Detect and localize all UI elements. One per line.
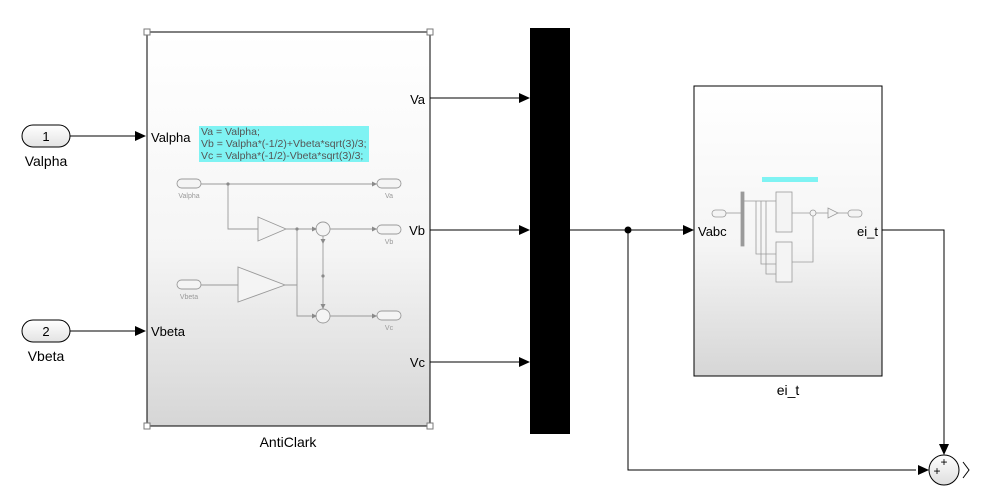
port-label-ei-t: ei_t bbox=[857, 224, 878, 239]
ei-t-internal-preview bbox=[711, 191, 863, 283]
preview-label-va: Va bbox=[385, 193, 393, 200]
sum-sign-left: + bbox=[933, 464, 940, 478]
anticlark-subsystem[interactable]: Valpha Vbeta Va Vb Vc Va = Valpha; Vb = … bbox=[143, 28, 434, 450]
subsystem-name[interactable]: ei_t bbox=[777, 382, 800, 398]
inport-number: 1 bbox=[42, 129, 49, 144]
equation-annotation: Va = Valpha; Vb = Valpha*(-1/2)+Vbeta*sq… bbox=[199, 126, 369, 162]
inport-valpha[interactable]: 1 Valpha bbox=[21, 124, 71, 169]
selection-handles bbox=[143, 28, 434, 430]
signal-line-ei-t[interactable] bbox=[882, 229, 945, 445]
mux-block[interactable] bbox=[530, 28, 570, 434]
anticlark-internal-preview bbox=[176, 178, 402, 324]
sum-block[interactable]: + + bbox=[928, 454, 970, 486]
preview-dots bbox=[226, 182, 325, 278]
preview-label-vc: Vc bbox=[385, 325, 394, 332]
inport-vbeta[interactable]: 2 Vbeta bbox=[21, 319, 71, 364]
preview-label-valpha: Valpha bbox=[178, 193, 199, 200]
preview-label-vb: Vb bbox=[385, 239, 394, 246]
port-label-vb: Vb bbox=[409, 223, 425, 238]
annotation-line: Vc = Valpha*(-1/2)-Vbeta*sqrt(3)/3; bbox=[201, 150, 363, 162]
port-label-vabc: Vabc bbox=[698, 224, 727, 239]
preview-annotation bbox=[762, 177, 818, 182]
port-label-vc: Vc bbox=[410, 355, 426, 370]
sum-sign-top: + bbox=[940, 455, 947, 469]
signal-line-feedback[interactable] bbox=[627, 230, 916, 471]
inport-oval bbox=[21, 319, 71, 343]
branch-point bbox=[624, 226, 632, 234]
inport-number: 2 bbox=[42, 324, 49, 339]
inport-label: Valpha bbox=[25, 153, 68, 169]
annotation-line: Va = Valpha; bbox=[201, 126, 260, 138]
port-label-va: Va bbox=[410, 92, 426, 107]
sum-circle bbox=[928, 454, 960, 486]
inport-oval bbox=[21, 124, 71, 148]
inport-label: Vbeta bbox=[28, 348, 65, 364]
preview-label-vbeta: Vbeta bbox=[180, 294, 198, 301]
sum-output-port bbox=[962, 461, 970, 479]
port-label-valpha: Valpha bbox=[151, 130, 191, 145]
annotation-line: Vb = Valpha*(-1/2)+Vbeta*sqrt(3)/3; bbox=[201, 138, 367, 150]
preview-arrowheads bbox=[312, 181, 377, 319]
arrowheads bbox=[135, 93, 949, 475]
port-label-vbeta: Vbeta bbox=[151, 324, 186, 339]
subsystem-name[interactable]: AntiClark bbox=[260, 434, 318, 450]
ei-t-subsystem[interactable]: Vabc ei_t ei_t bbox=[693, 85, 883, 398]
